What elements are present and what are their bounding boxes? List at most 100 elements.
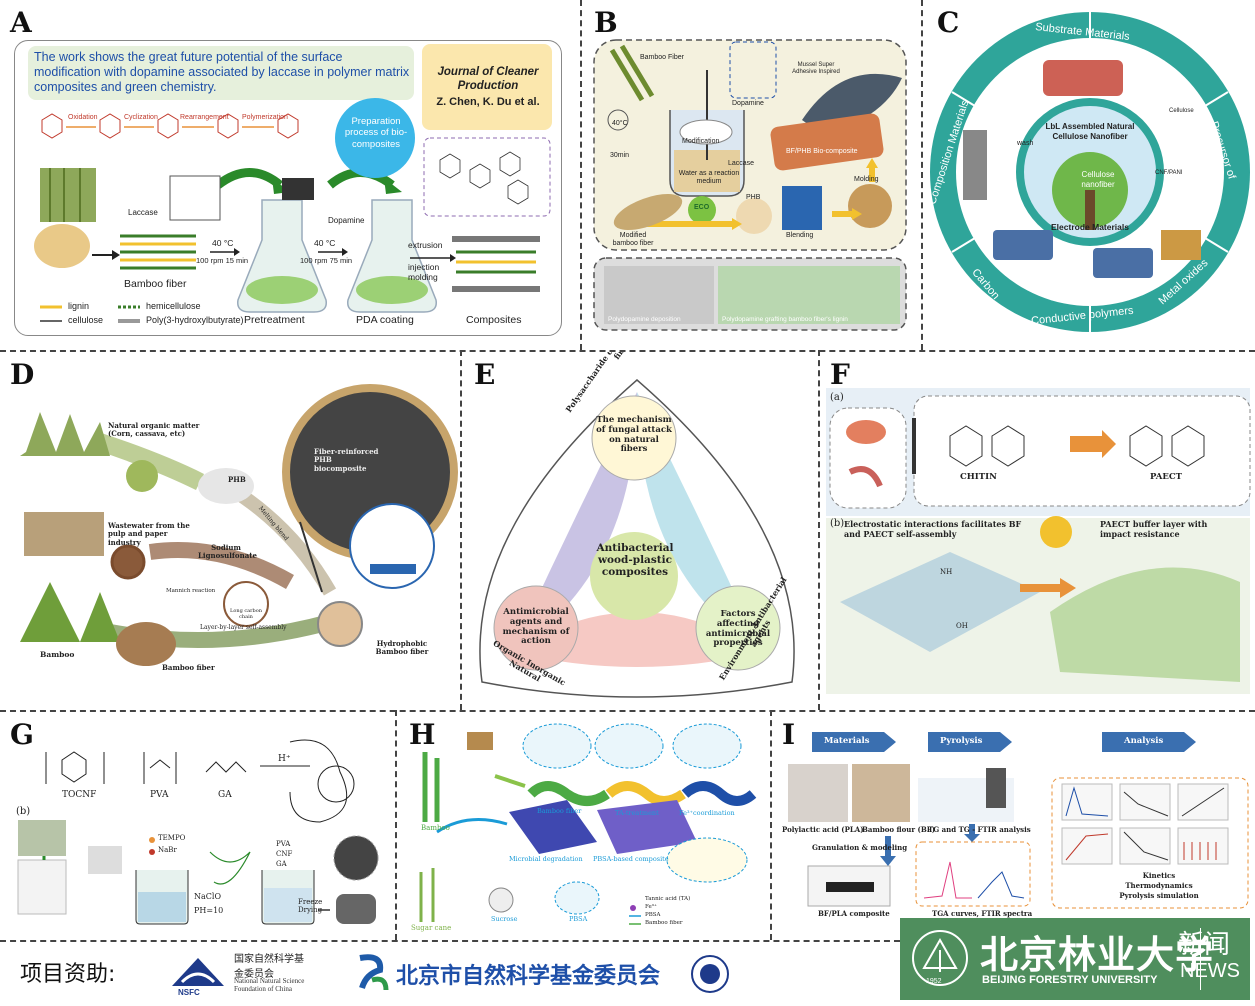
legend-hemicellulose: hemicellulose xyxy=(146,301,201,311)
g-ph: PH=10 xyxy=(194,906,224,915)
panel-label: B xyxy=(594,6,618,39)
panel-c: C Substrate Materials Precursor of Carbo… xyxy=(923,0,1255,348)
panel-e: E Antibacterial wood-plastic composites … xyxy=(462,352,816,708)
nsfc-abbr: NSFC xyxy=(178,988,200,997)
panel-label: A xyxy=(10,6,32,39)
f-electrostatic: Electrostatic interactions facilitates B… xyxy=(844,519,1022,539)
cond1-rpm: 100 rpm 15 min xyxy=(196,256,249,265)
cond1-temp: 40 °C xyxy=(212,238,234,248)
h-bamboo-fiber: Bamboo fiber xyxy=(537,807,582,815)
panel-label: H xyxy=(409,718,436,751)
panel-label: D xyxy=(10,358,35,391)
b-composite: BF/PHB Bio-composite xyxy=(786,148,858,155)
i-step-materials: Materials xyxy=(824,736,870,746)
f-oh: OH xyxy=(956,622,968,630)
composites-label: Composites xyxy=(466,314,522,326)
dopamine-label: Dopamine xyxy=(328,216,365,225)
b-eco: ECO xyxy=(694,204,710,211)
c-cnf-pani: CNF/PANI xyxy=(1155,170,1183,176)
i-pla: Polylactic acid (PLA) xyxy=(782,825,864,834)
bjnsf-name: 北京市自然科学基金委员会 xyxy=(396,964,661,989)
news-en: NEWS xyxy=(1180,960,1240,982)
d-wastewater: Wastewater from the pulp and paper indus… xyxy=(108,521,190,547)
i-kinetics: Kinetics xyxy=(1142,871,1176,880)
panel-e-triangle xyxy=(479,379,795,698)
reaction-scheme xyxy=(34,98,551,323)
extrusion-label: extrusion xyxy=(408,240,443,250)
f-paect: PAECT xyxy=(1150,472,1182,482)
d-phb: PHB xyxy=(228,475,246,484)
panel-b-illustration xyxy=(593,39,907,331)
i-bf: Bamboo flour (BF) xyxy=(862,825,936,834)
g-freeze: Freeze Drying xyxy=(298,898,323,915)
divider xyxy=(580,0,582,350)
h-legend-bf: Bamboo fiber xyxy=(645,920,683,926)
journal-name: Journal of Cleaner Production xyxy=(437,66,539,92)
panel-f: F (a) (b) CHITIN PAECT Electrostatic int… xyxy=(820,352,1255,708)
g-nabr: NaBr xyxy=(158,846,177,854)
panel-g: G TOCNF PVA GA H⁺ (b) TEMPO NaBr NaClO P… xyxy=(0,712,393,938)
step-rearrangement: Rearrangement xyxy=(180,114,229,121)
panel-i: I Materials Pyrolysis Analysis Polylacti… xyxy=(772,712,1255,920)
c-center-electrode: Electrode Materials xyxy=(1051,222,1129,232)
g-legend-pva: PVA xyxy=(276,840,291,848)
h-pbsa-composite: PBSA-based composite xyxy=(593,855,669,863)
step-polymerization: Polymerization xyxy=(242,114,288,121)
panel-i-illustration xyxy=(788,732,1249,909)
divider xyxy=(818,350,820,710)
divider xyxy=(460,350,462,710)
c-wash: wash xyxy=(1017,140,1034,147)
journal-authors: Z. Chen, K. Du et al. xyxy=(436,96,540,108)
b-temp: 40°C xyxy=(612,120,628,127)
panel-f-illustration xyxy=(826,388,1251,694)
b-modification: Modification xyxy=(682,138,720,145)
h-legend-fe: Fe³⁺ xyxy=(645,904,657,910)
i-pyro-sim: Pyrolysis simulation xyxy=(1119,891,1199,900)
b-grafting: Polydopamine grafting bamboo fiber's lig… xyxy=(722,316,848,323)
scholarship-seal-icon xyxy=(691,955,729,993)
d-mannich: Mannich reaction xyxy=(166,588,216,594)
i-tg: TG and TG - FTIR analysis xyxy=(928,825,1031,834)
bamboo-fiber-label: Bamboo fiber xyxy=(124,278,187,290)
injection-label: injection molding xyxy=(408,262,440,283)
nsfc-logo-icon xyxy=(172,958,224,986)
legend-lignin: lignin xyxy=(68,301,90,311)
d-bamboo: Bamboo xyxy=(40,650,75,659)
bfu-name-cn: 北京林业大学 xyxy=(980,932,1215,977)
g-tocnf: TOCNF xyxy=(62,790,97,800)
h-pbsa: PBSA xyxy=(569,915,588,923)
h-sucrose: Sucrose xyxy=(491,915,518,923)
d-composite: Fiber-reinforced PHB biocomposite xyxy=(314,447,379,473)
h-microbial: Microbial degradation xyxy=(509,855,583,863)
g-legend-ga: GA xyxy=(276,860,287,868)
g-catalyst: H⁺ xyxy=(278,754,291,764)
e-left: Antimicrobial agents and mechanism of ac… xyxy=(502,607,570,647)
f-chitin: CHITIN xyxy=(960,472,997,482)
panel-d: D Natural organic matter (Corn, cassava,… xyxy=(0,352,458,708)
e-center: Antibacterial wood-plastic composites xyxy=(596,542,674,579)
g-pva: PVA xyxy=(150,790,169,800)
d-sodium: Sodium Lignosulfonate xyxy=(198,543,257,561)
pda-coating-label: PDA coating xyxy=(356,314,414,326)
logo-divider xyxy=(1200,928,1201,990)
journal-box xyxy=(422,44,552,130)
h-ta: TA-treatment xyxy=(615,809,659,817)
e-top: The mechanism of fungal attack on natura… xyxy=(596,415,672,455)
bfu-name-en: BEIJING FORESTRY UNIVERSITY xyxy=(982,974,1158,986)
bfu-emblem-icon xyxy=(912,930,968,986)
i-step-analysis: Analysis xyxy=(1124,736,1164,746)
g-ga: GA xyxy=(218,790,232,800)
e-right: Factors affecting antimicrobial properti… xyxy=(705,609,771,649)
divider xyxy=(0,940,900,942)
f-nh: NH xyxy=(940,568,953,576)
i-step-pyrolysis: Pyrolysis xyxy=(940,736,983,746)
bfu-news-logo: 1952 北京林业大学 BEIJING FORESTRY UNIVERSITY … xyxy=(900,918,1250,1000)
b-phb: PHB xyxy=(746,194,761,201)
panel-a-frame xyxy=(14,40,562,336)
step-oxidation: Oxidation xyxy=(68,114,98,121)
legend-phb: Poly(3-hydroxylbutyrate) xyxy=(146,315,244,325)
d-lbl: Layer-by-layer self-assembly xyxy=(200,624,287,631)
h-legend-ta: Tannic acid (TA) xyxy=(645,896,691,902)
g-tempo: TEMPO xyxy=(158,834,186,842)
panel-label: I xyxy=(782,718,796,751)
